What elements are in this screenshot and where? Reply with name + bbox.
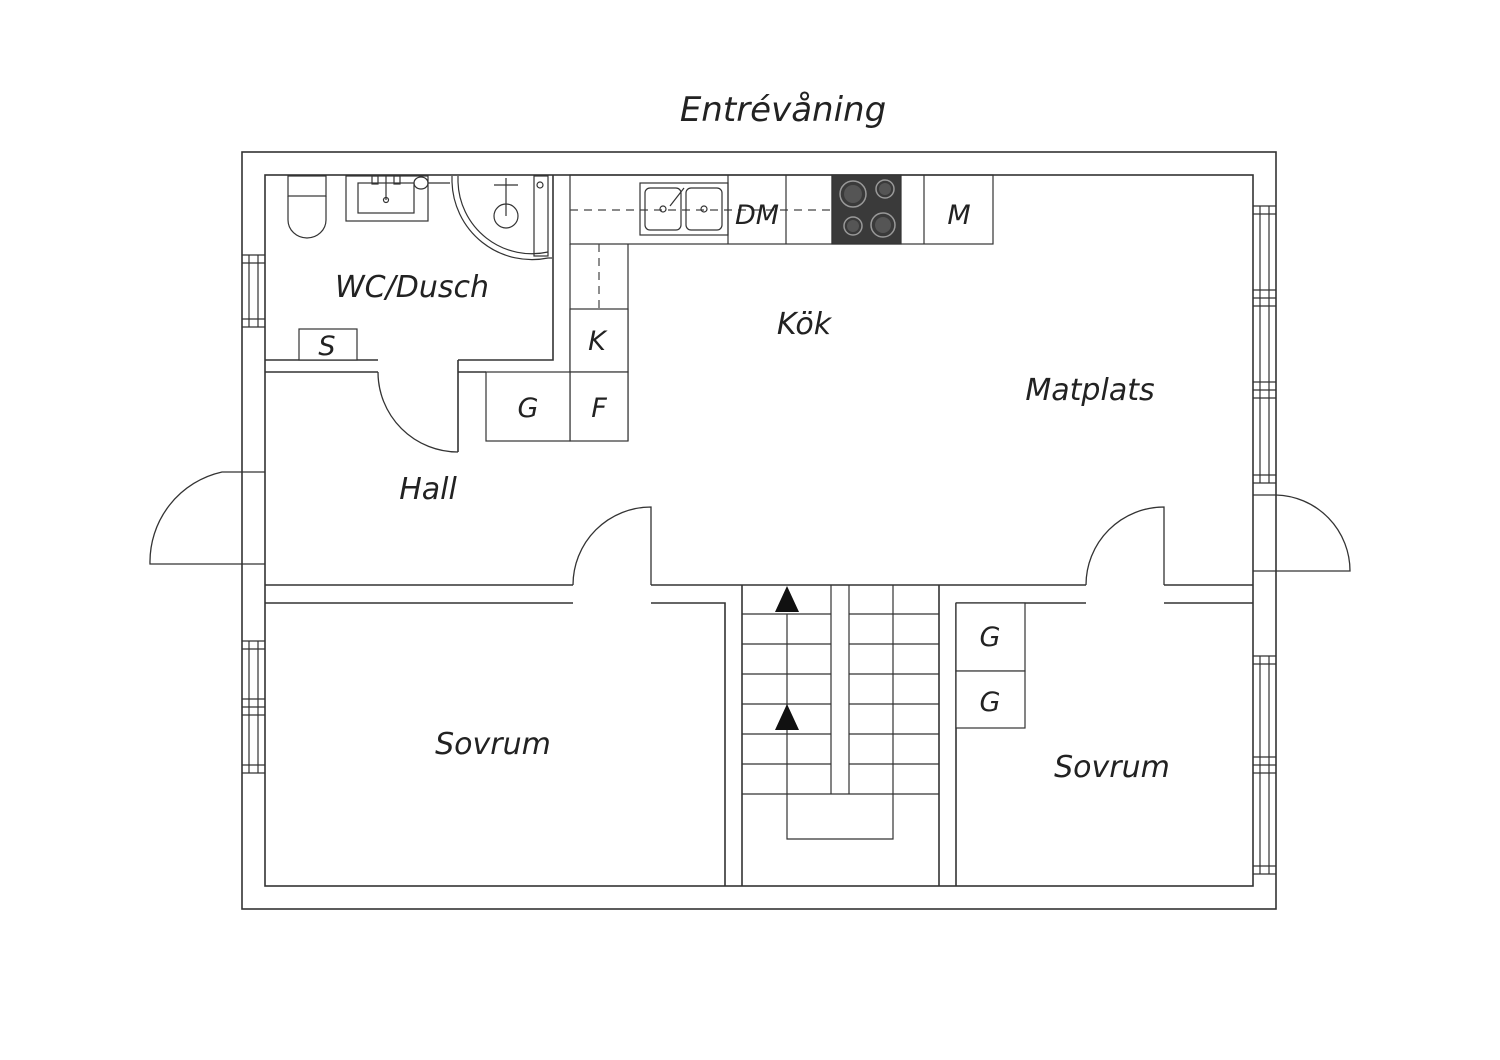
- shower-icon: [451, 175, 552, 261]
- freezer-cabinet: [569, 371, 629, 442]
- bedroom-closet: [955, 670, 1026, 729]
- storage-label: S: [318, 331, 335, 362]
- bedroom-closet: [955, 602, 1026, 672]
- bedroom-closets: G G: [955, 602, 1026, 729]
- stair-arrow-icon: [775, 586, 799, 612]
- kitchen-sink-icon: [639, 182, 729, 236]
- sink-icon: [345, 175, 429, 222]
- wc-fixtures: S: [287, 175, 552, 362]
- dishwasher-label: DM: [735, 200, 779, 231]
- room-label-hall: Hall: [399, 472, 457, 507]
- room-label-bedroom-right: Sovrum: [1054, 750, 1170, 785]
- stove-icon: [831, 174, 902, 245]
- fridge-label: K: [588, 326, 608, 357]
- room-label-dining: Matplats: [1025, 373, 1154, 408]
- room-label-kitchen: Kök: [777, 307, 833, 342]
- kitchen-fixtures: DM M K F G: [485, 174, 994, 442]
- room-label-bedroom-left: Sovrum: [435, 727, 551, 762]
- room-label-wc: WC/Dusch: [335, 270, 489, 305]
- bedroom-closet-label-1: G: [980, 622, 1001, 653]
- storage-cabinet: [298, 328, 358, 361]
- doors: [149, 371, 1351, 586]
- hall-closet: [485, 371, 571, 442]
- tap-icon: [413, 176, 450, 190]
- toilet-icon: [287, 175, 327, 239]
- bedroom-closet-label-2: G: [980, 687, 1001, 718]
- outer-walls: [241, 151, 1277, 910]
- hall-closet-label: G: [518, 393, 539, 424]
- stair-arrow-icon: [775, 704, 799, 730]
- freezer-label: F: [591, 393, 607, 424]
- floor-title: Entrévåning: [680, 90, 886, 130]
- windows: [242, 205, 1276, 875]
- staircase: [742, 585, 939, 840]
- microwave-label: M: [947, 200, 970, 231]
